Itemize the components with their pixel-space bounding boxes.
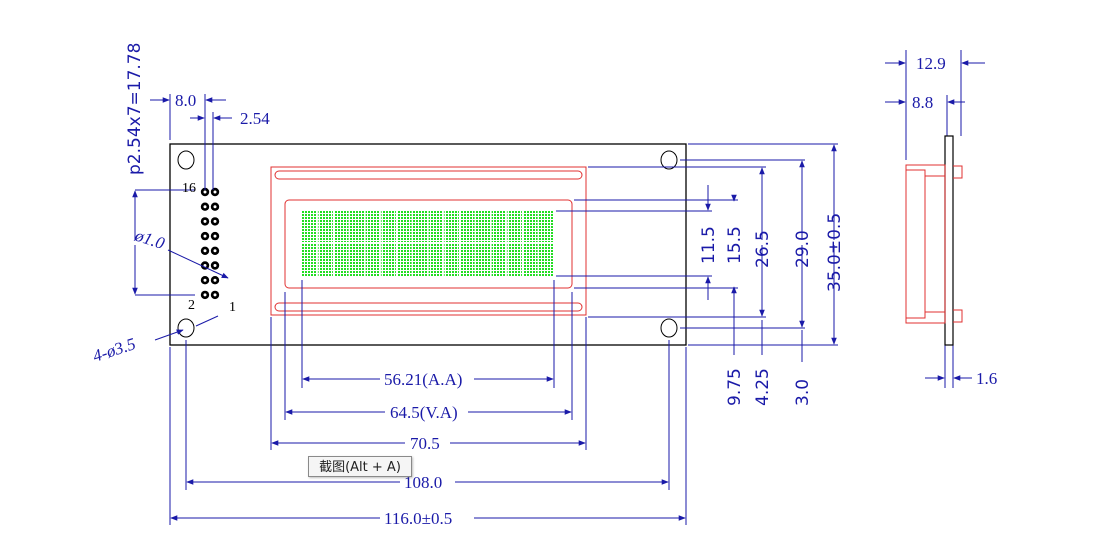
- pin-hole: [213, 264, 217, 267]
- mounting-hole: [177, 318, 195, 338]
- aa-width-label: 56.21(A.A): [384, 370, 462, 389]
- pin-hole: [203, 264, 207, 267]
- hole-spacing-y-label: 29.0: [793, 230, 813, 268]
- pin-hole: [213, 249, 217, 253]
- side-pcb-label: 1.6: [976, 369, 997, 388]
- bezel-height-label: 26.5: [753, 230, 773, 268]
- aa-offset-label: 9.75: [725, 368, 745, 406]
- mounting-hole: [660, 150, 678, 170]
- pin-hole: [213, 219, 217, 223]
- pin-hole: [203, 190, 207, 194]
- lcd-bezel: [270, 166, 587, 316]
- tooltip-text: 截图(Alt + A): [319, 460, 401, 475]
- mounting-hole: [660, 318, 678, 338]
- pin-hole: [203, 219, 207, 223]
- pin-hole: [203, 249, 207, 253]
- aa-height-label: 11.5: [699, 226, 719, 264]
- side-view: [905, 135, 963, 346]
- extension-lines: [135, 50, 962, 525]
- pin-hole: [203, 278, 207, 282]
- pcb-height-label: 35.0±0.5: [825, 213, 845, 292]
- pin-hole: [213, 293, 217, 297]
- hole-offset-label: 3.0: [793, 379, 813, 406]
- pin-hole: [213, 205, 217, 209]
- hole-dia-label: 4-ø3.5: [90, 334, 138, 366]
- side-total-label: 12.9: [916, 54, 946, 73]
- pcb-width-label: 116.0±0.5: [384, 509, 452, 528]
- pcb-outline: [169, 143, 687, 346]
- side-module-label: 8.8: [912, 93, 933, 112]
- pin-hole: [203, 234, 207, 238]
- pin-header: [200, 187, 220, 300]
- va-height-label: 15.5: [725, 226, 745, 264]
- char-gaps: [317, 211, 539, 276]
- screenshot-tooltip: 截图(Alt + A): [308, 456, 412, 477]
- pin-hole: [213, 190, 217, 194]
- dimension-labels: p2.54x7=17.78 8.0 2.54 ø1.0 4-ø3.5 56.21…: [90, 43, 997, 528]
- pin-pitch-label: 2.54: [240, 109, 270, 128]
- pin-hole: [213, 234, 217, 238]
- va-offset-label: 4.25: [753, 368, 773, 406]
- pin-1-label: 1: [229, 300, 236, 315]
- pin-hole: [203, 293, 207, 297]
- bezel-width-label: 70.5: [410, 434, 440, 453]
- pin-dia-label: ø1.0: [132, 225, 168, 253]
- pin-margin-label: 8.0: [175, 91, 196, 110]
- hole-spacing-x-label: 108.0: [404, 473, 442, 492]
- pin-2-label: 2: [188, 298, 195, 313]
- va-width-label: 64.5(V.A): [390, 403, 458, 422]
- pin-labels: 16 2 1: [182, 181, 236, 315]
- pin-hole: [203, 205, 207, 209]
- mounting-holes: [177, 150, 678, 338]
- pitch-label: p2.54x7=17.78: [125, 43, 145, 175]
- pin-hole: [213, 278, 217, 282]
- mounting-hole: [177, 150, 195, 170]
- dimension-lines: [132, 60, 985, 521]
- pin-16-label: 16: [182, 181, 196, 196]
